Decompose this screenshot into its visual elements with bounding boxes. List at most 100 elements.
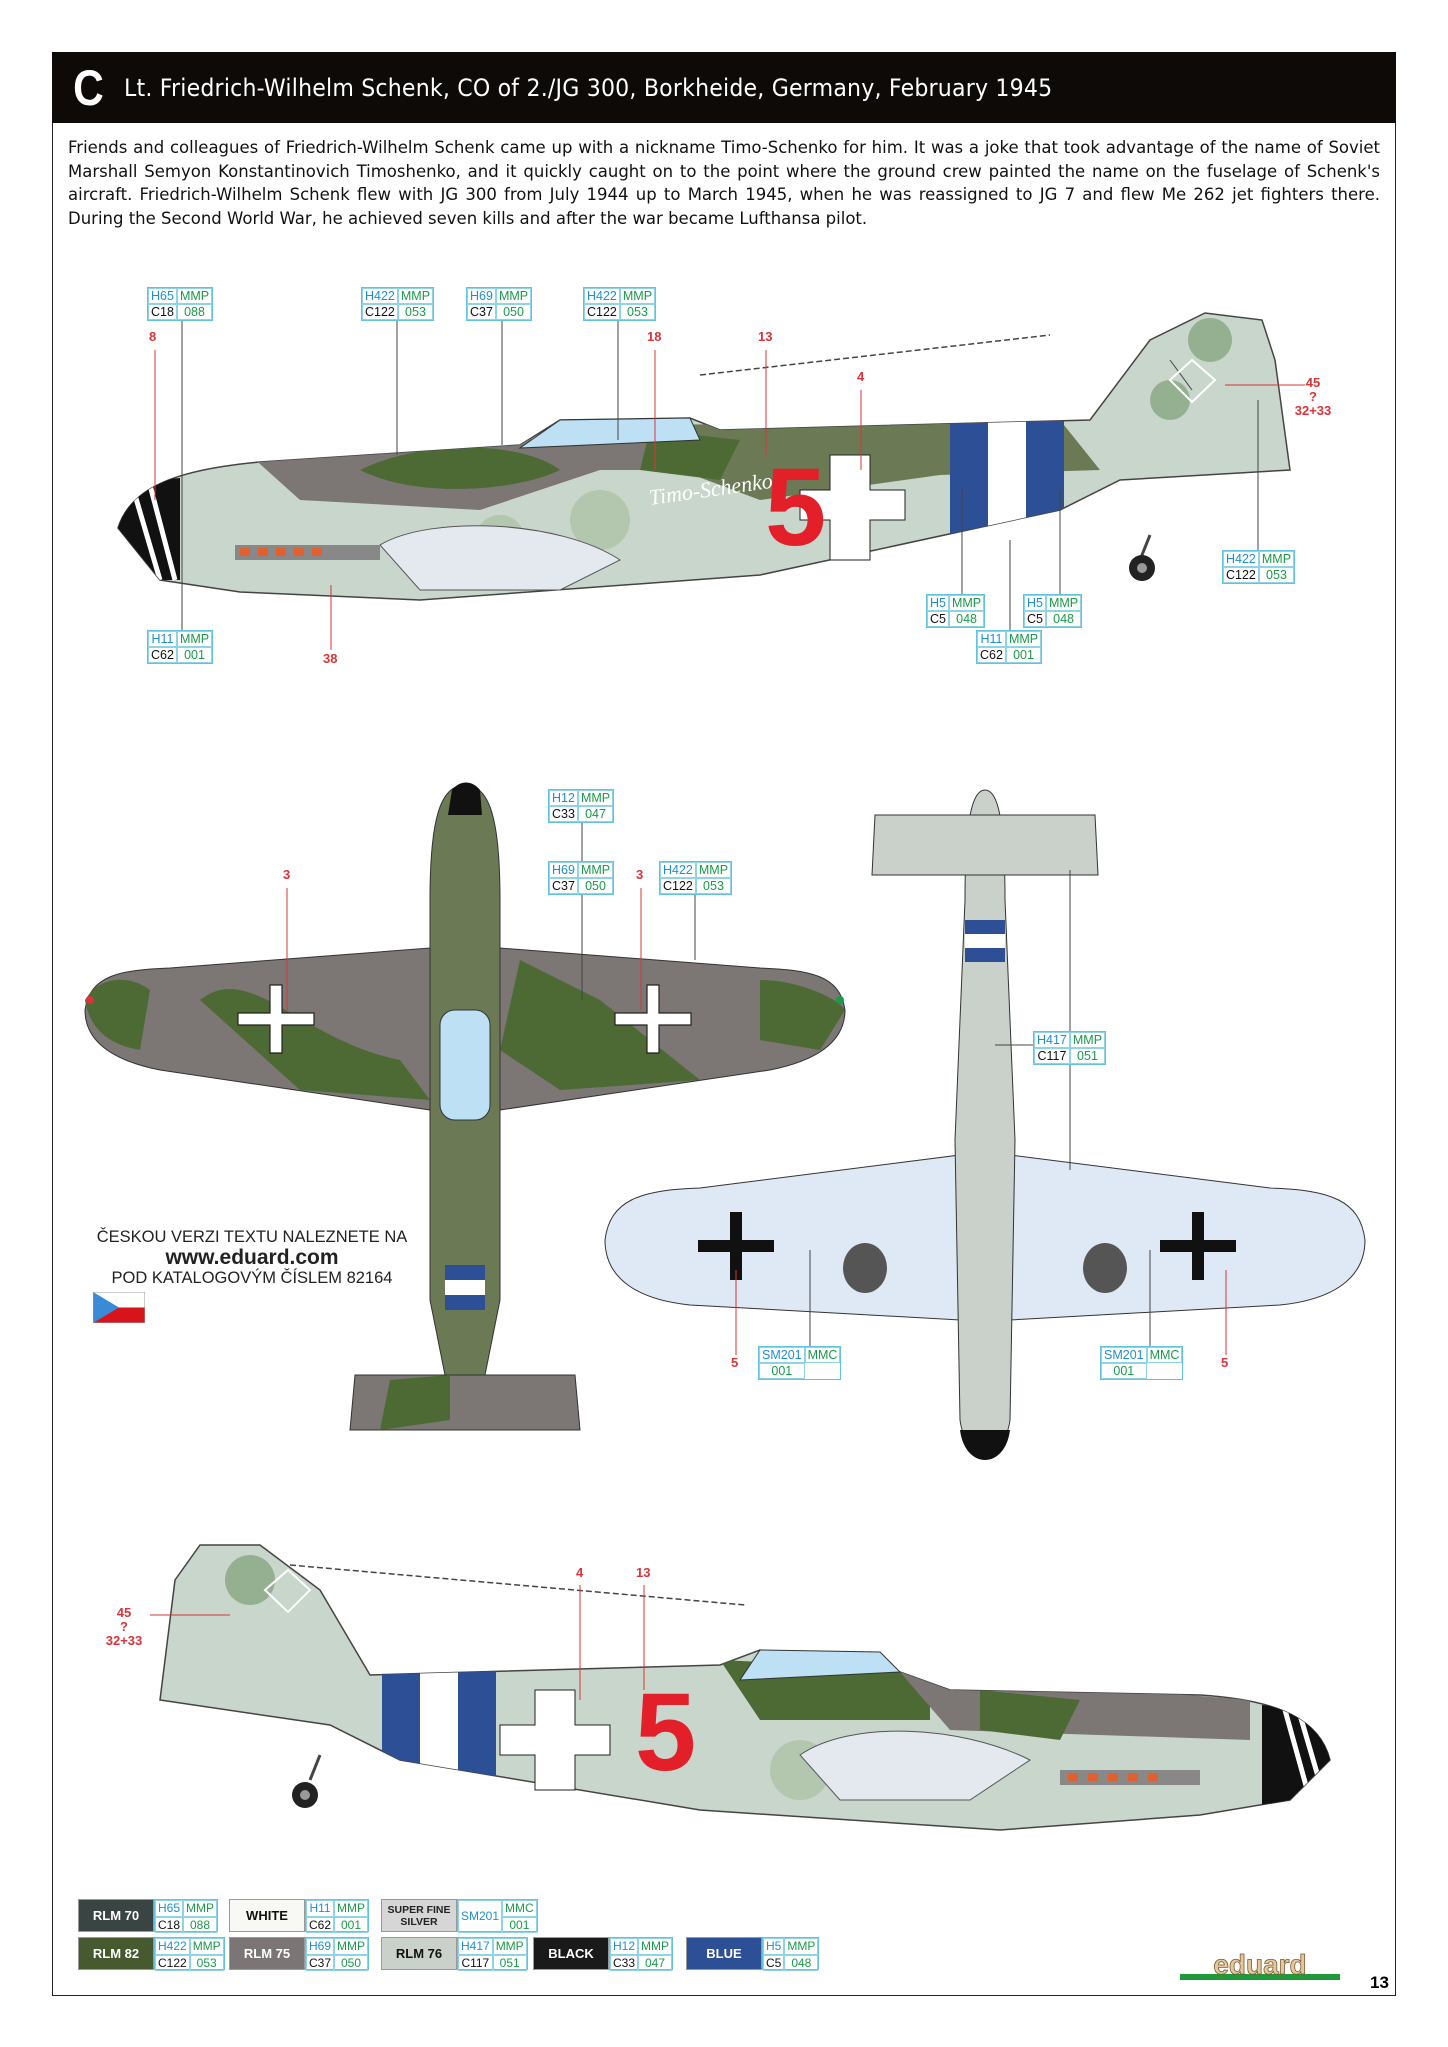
paint-code: MMP: [1258, 551, 1295, 567]
paint-code: C117: [1034, 1048, 1070, 1064]
paint-code: 053: [619, 304, 656, 320]
stencil-number-group: 45?32+33: [1293, 376, 1333, 418]
color-swatch-black: BLACK: [533, 1937, 609, 1970]
paint-code: MMC: [1146, 1347, 1183, 1363]
paint-code: C37: [306, 1954, 335, 1971]
profile-letter: C: [73, 59, 104, 116]
paint-code: C62: [977, 647, 1006, 663]
paint-code: C122: [362, 304, 398, 320]
paint-code: C122: [584, 304, 620, 320]
paint-code: MMP: [183, 1900, 218, 1917]
left-side-profile: 5 Timo-Schenko: [117, 312, 1291, 601]
paint-code: MMP: [948, 595, 985, 611]
paint-code: H5: [763, 1938, 785, 1955]
svg-text:eduard: eduard: [1213, 1950, 1306, 1980]
paint-code: H417: [458, 1938, 493, 1955]
paint-code: 088: [183, 1916, 218, 1933]
paint-code: C62: [306, 1916, 335, 1933]
paint-code: C122: [1223, 567, 1259, 583]
color-swatch-rlm70: RLM 70: [78, 1899, 154, 1932]
paint-code: C18: [148, 304, 177, 320]
color-swatch-white: WHITE: [229, 1899, 305, 1932]
color-swatch-rlm75: RLM 75: [229, 1937, 305, 1970]
czech-note-line1: ČESKOU VERZI TEXTU NALEZNETE NA: [96, 1228, 408, 1246]
paint-code: 050: [495, 304, 532, 320]
paint-code: 047: [577, 806, 614, 822]
stencil-number: 32+33: [1294, 403, 1332, 418]
paint-code: 001: [1101, 1363, 1147, 1379]
czech-note-line3: POD KATALOGOVÝM ČÍSLEM 82164: [111, 1269, 393, 1287]
stencil-number: 13: [758, 329, 773, 344]
profile-title: Lt. Friedrich-Wilhelm Schenk, CO of 2./J…: [124, 73, 1053, 102]
paint-code: 053: [1258, 567, 1295, 583]
paint-code: H11: [977, 631, 1006, 647]
paint-code: C37: [467, 304, 496, 320]
stencil-number: 38: [323, 651, 338, 666]
paint-code: 001: [334, 1916, 369, 1933]
paint-code: H69: [306, 1938, 335, 1955]
paint-code: H12: [610, 1938, 639, 1955]
color-swatch-rlm82: RLM 82: [78, 1937, 154, 1970]
paint-code: 048: [784, 1954, 819, 1971]
stencil-number: 4: [857, 369, 865, 384]
stencil-number: 3: [636, 867, 644, 882]
paint-code: 088: [176, 304, 213, 320]
paint-code: 048: [1045, 611, 1082, 627]
paint-code: MMP: [1045, 595, 1082, 611]
stencil-number: 4: [576, 1565, 584, 1580]
stencil-number: 13: [636, 1565, 651, 1580]
paint-code: C5: [927, 611, 949, 627]
paint-code: MMP: [784, 1938, 819, 1955]
paint-code: SM201: [458, 1900, 503, 1933]
paint-code: H422: [584, 288, 620, 304]
paint-code: MMP: [176, 288, 213, 304]
paint-code: H65: [155, 1900, 184, 1917]
paint-code: MMC: [804, 1347, 841, 1363]
paint-code: H422: [155, 1938, 190, 1955]
paint-code: MMP: [1005, 631, 1042, 647]
stencil-number-group: 45?32+33: [104, 1606, 144, 1648]
paint-code: MMP: [619, 288, 656, 304]
paint-code: 050: [577, 878, 614, 894]
page-number: 13: [1370, 1973, 1389, 1992]
paint-code: MMP: [334, 1900, 369, 1917]
paint-code: 051: [492, 1954, 527, 1971]
paint-code: MMC: [502, 1900, 537, 1917]
paint-code: MMP: [397, 288, 434, 304]
paint-code: MMP: [492, 1938, 527, 1955]
paint-code: H417: [1034, 1032, 1070, 1048]
eduard-website-link[interactable]: www.eduard.com: [165, 1246, 339, 1269]
paint-code: 053: [695, 878, 732, 894]
leader-lines: [181, 318, 1259, 630]
stencil-number: 45: [116, 1605, 132, 1620]
color-swatch-super-fine-silver: SUPER FINE SILVER: [381, 1899, 457, 1932]
paint-code: C5: [763, 1954, 785, 1971]
stencil-number: 5: [1221, 1355, 1229, 1370]
czech-flag-icon: [93, 1292, 145, 1323]
paint-code: H422: [1223, 551, 1259, 567]
paint-code: H11: [306, 1900, 335, 1917]
bottom-view: [604, 789, 1366, 1460]
paint-code: C5: [1024, 611, 1046, 627]
paint-code: SM201: [759, 1347, 805, 1363]
